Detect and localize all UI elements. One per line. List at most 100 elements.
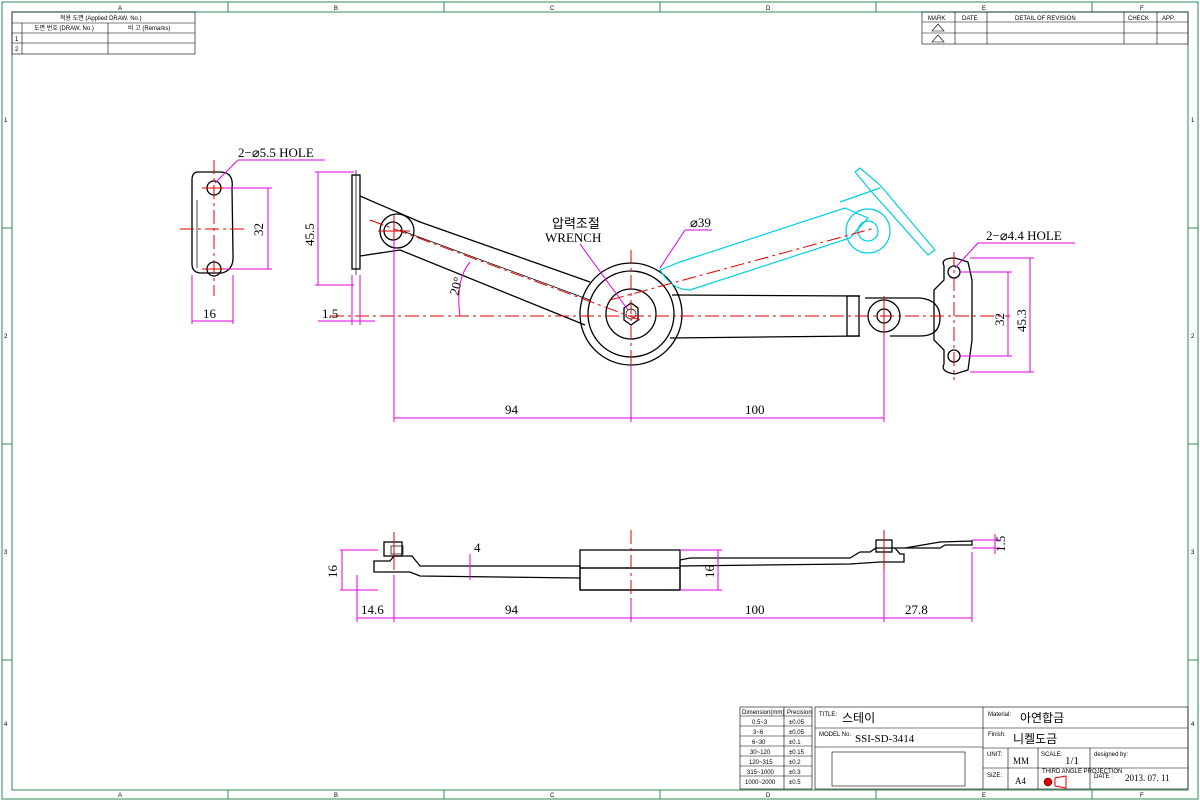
hole-left-label: 2−⌀5.5 HOLE bbox=[238, 145, 314, 160]
left-bracket-dims: 32 16 2−⌀5.5 HOLE bbox=[191, 145, 325, 324]
date-value: 2013. 07. 11 bbox=[1125, 773, 1170, 783]
unit-label: UNIT: bbox=[987, 752, 1002, 758]
rev-header-check: CHECK bbox=[1128, 16, 1149, 22]
rev-header-date: DATE bbox=[962, 16, 978, 22]
side-dim-h-mid: 16 bbox=[702, 565, 717, 579]
ref-table-row-1: 1 bbox=[15, 37, 19, 43]
phantom-open-position bbox=[659, 167, 936, 291]
col-label-f-bottom: F bbox=[1140, 793, 1144, 799]
tol-row1-prec: ±0.05 bbox=[789, 720, 805, 726]
unit-value: MM bbox=[1013, 756, 1029, 766]
col-label-c-bottom: C bbox=[550, 793, 555, 799]
side-dim-h-left: 16 bbox=[325, 565, 340, 579]
side-dim-w3: 100 bbox=[745, 602, 765, 617]
model-number: SSI-SD-3414 bbox=[855, 733, 915, 745]
tol-header-dim: Dimension(mm) bbox=[742, 710, 784, 716]
tol-row3-dim: 6~30 bbox=[752, 740, 766, 746]
row-label-2: 2 bbox=[4, 334, 8, 340]
col-label-a-bottom: A bbox=[118, 793, 122, 799]
col-label-b-bottom: B bbox=[334, 793, 338, 799]
material-value: 아연합금 bbox=[1020, 711, 1064, 725]
title-label: TITLE: bbox=[819, 712, 837, 718]
dim-diameter: ⌀39 bbox=[690, 215, 711, 230]
tol-row4-dim: 30~120 bbox=[750, 750, 771, 756]
row-label-1: 1 bbox=[4, 118, 8, 124]
row-label-4-right: 4 bbox=[1191, 722, 1195, 728]
ref-table-row-2: 2 bbox=[15, 47, 19, 53]
dim-span-right: 100 bbox=[745, 402, 765, 417]
dim-right-h2: 45.3 bbox=[1014, 309, 1029, 332]
ref-table-col1: 도면 번호 (DRAW. No.) bbox=[34, 24, 94, 32]
tolerance-table: Dimension(mm) Precision 0.5~3 ±0.05 3~6 … bbox=[739, 706, 813, 790]
side-view bbox=[373, 530, 973, 604]
size-label: SIZE: bbox=[987, 773, 1002, 779]
drawing-title: 스테이 bbox=[842, 711, 875, 725]
finish-label: Finish: bbox=[988, 732, 1006, 738]
dim-bracket-h: 45.5 bbox=[302, 223, 317, 246]
side-dim-w1: 14.6 bbox=[361, 602, 384, 617]
title-block: TITLE: 스테이 MODEL No. SSI-SD-3414 Materia… bbox=[814, 706, 1189, 790]
dim-angle: 20° bbox=[446, 275, 465, 296]
col-label-b: B bbox=[334, 6, 338, 12]
finish-value: 니켈도금 bbox=[1013, 732, 1057, 746]
row-label-2-right: 2 bbox=[1191, 334, 1195, 340]
col-label-c: C bbox=[550, 6, 555, 12]
projection-label: THIRD ANGLE PROJECTION bbox=[1042, 769, 1122, 775]
dim-right-h: 32 bbox=[992, 313, 1007, 326]
revision-triangle-icon bbox=[931, 23, 945, 43]
col-label-e: E bbox=[982, 6, 986, 12]
tol-row5-prec: ±0.2 bbox=[789, 760, 801, 766]
tol-row7-prec: ±0.5 bbox=[789, 780, 801, 786]
side-view-dims: 16 4 16 1.5 14.6 94 100 27.8 bbox=[325, 534, 1008, 622]
frame-labels: A B C D E F A B C D E F 1 2 3 4 1 2 3 4 bbox=[4, 6, 1195, 799]
dim-bracket-t: 1.5 bbox=[322, 306, 338, 321]
tol-header-prec: Precision bbox=[787, 710, 812, 716]
col-label-a: A bbox=[118, 6, 122, 12]
tol-row1-dim: 0.5~3 bbox=[752, 720, 768, 726]
tol-row4-prec: ±0.15 bbox=[789, 750, 805, 756]
date-label: DATE : bbox=[1094, 774, 1113, 780]
left-bracket-front bbox=[180, 160, 248, 296]
tol-row6-prec: ±0.3 bbox=[789, 770, 801, 776]
tol-row3-prec: ±0.1 bbox=[789, 740, 801, 746]
hole-right-label: 2−⌀4.4 HOLE bbox=[986, 228, 1062, 243]
side-dim-w4: 27.8 bbox=[905, 602, 928, 617]
col-label-d: D bbox=[766, 6, 771, 12]
model-label: MODEL No. bbox=[819, 732, 851, 738]
wrench-label-ko: 압력조절 bbox=[552, 217, 600, 232]
material-label: Material: bbox=[988, 712, 1011, 718]
wrench-label-en: WRENCH bbox=[545, 230, 601, 245]
col-label-d-bottom: D bbox=[766, 793, 771, 799]
revision-table: MARK DATE DETAIL OF REVISION CHECK APP. bbox=[921, 11, 1189, 45]
row-label-3-right: 3 bbox=[1191, 550, 1195, 556]
tol-row2-dim: 3~6 bbox=[753, 730, 764, 736]
row-label-4: 4 bbox=[4, 722, 8, 728]
tol-row5-dim: 120~315 bbox=[749, 760, 773, 766]
scale-label: SCALE: bbox=[1041, 752, 1063, 758]
rev-header-mark: MARK bbox=[928, 16, 945, 22]
reference-table: 적용 도면 (Applied DRAW. No.) 도면 번호 (DRAW. N… bbox=[11, 11, 196, 55]
dim-left-w: 16 bbox=[203, 306, 217, 321]
col-label-e-bottom: E bbox=[982, 793, 986, 799]
dim-span-left: 94 bbox=[505, 402, 519, 417]
size-value: A4 bbox=[1015, 776, 1026, 786]
tol-row7-dim: 1000~2000 bbox=[745, 780, 776, 786]
rev-header-app: APP. bbox=[1162, 16, 1175, 22]
row-label-3: 3 bbox=[4, 550, 8, 556]
tol-row2-prec: ±0.05 bbox=[789, 730, 805, 736]
rev-header-detail: DETAIL OF REVISION bbox=[1015, 16, 1076, 22]
projection-symbol-icon bbox=[1043, 775, 1067, 789]
side-dim-w2: 94 bbox=[505, 602, 519, 617]
ref-table-header: 적용 도면 (Applied DRAW. No.) bbox=[60, 14, 142, 22]
designed-label: designed by: bbox=[1094, 752, 1128, 758]
side-dim-h-right: 1.5 bbox=[993, 536, 1008, 552]
col-label-f: F bbox=[1140, 6, 1144, 12]
side-dim-thickness: 4 bbox=[474, 540, 481, 555]
tol-row6-dim: 315~1000 bbox=[747, 770, 775, 776]
stay-main-assembly bbox=[351, 170, 973, 380]
ref-table-col2: 비 고 (Remarks) bbox=[128, 24, 170, 32]
row-label-1-right: 1 bbox=[1191, 118, 1195, 124]
scale-value: 1/1 bbox=[1065, 755, 1079, 767]
